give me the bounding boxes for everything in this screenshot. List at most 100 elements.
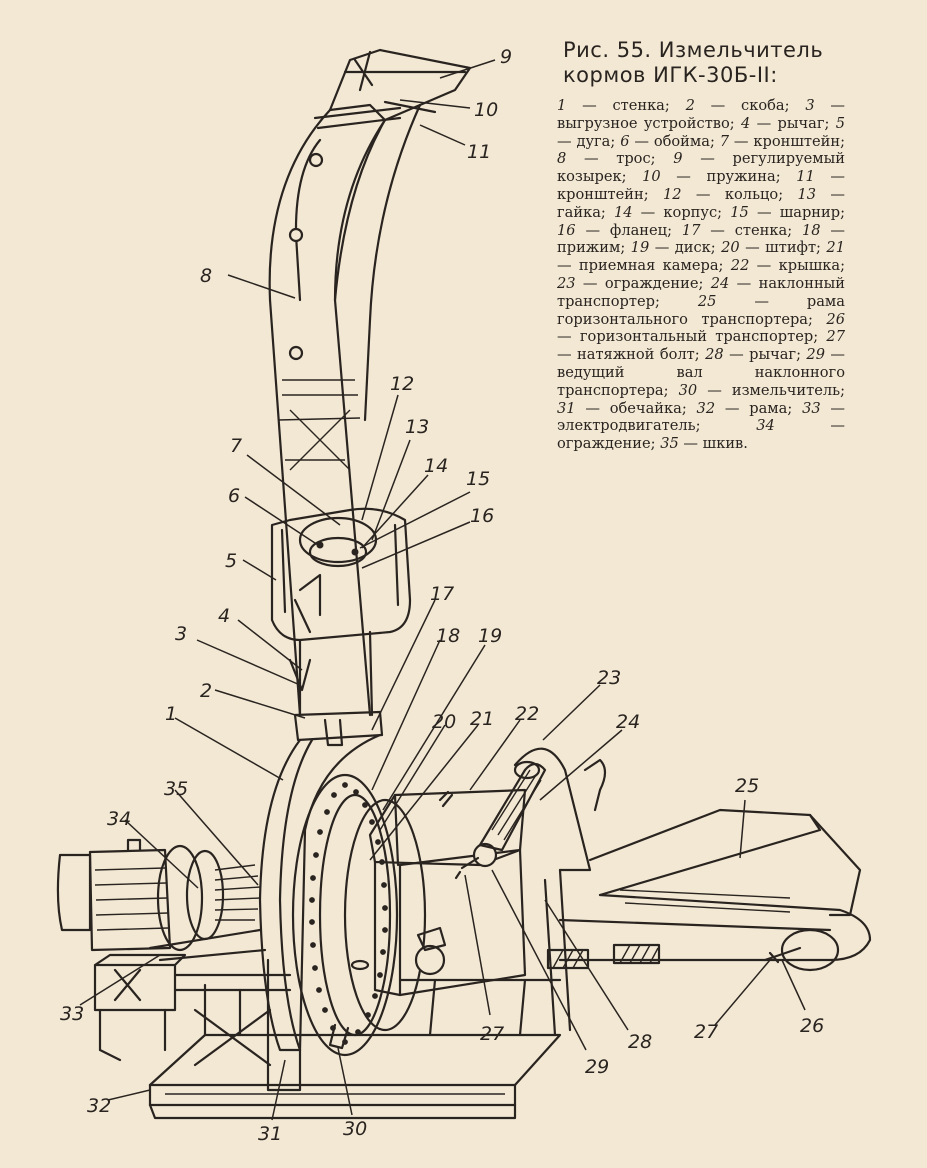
legend-text: натяжной болт xyxy=(577,346,695,364)
legend-entry: 18 — прижим; xyxy=(557,221,846,257)
legend-text: обойма xyxy=(653,132,710,150)
callout-34: 34 xyxy=(107,808,131,830)
legend-entry: 13 — гайка; xyxy=(557,185,845,221)
callout-32: 32 xyxy=(87,1095,111,1117)
legend-entry: 33 — электродвигатель; xyxy=(557,399,846,435)
legend-entry: 15 — шарнир; xyxy=(730,203,846,221)
legend-entry: 6 — обойма; xyxy=(620,132,720,150)
callout-29: 29 xyxy=(585,1056,609,1078)
callout-21: 21 xyxy=(470,708,494,730)
legend-text: наклонный транспортер xyxy=(557,274,846,310)
legend-number: 17 xyxy=(681,221,701,239)
legend-entry: 10 — пружина; xyxy=(642,168,797,186)
legend-text: ведущий вал наклонного транспортера xyxy=(557,363,845,399)
caption-line-1: Рис. 55. Измельчитель xyxy=(563,38,824,62)
legend-text: фланец xyxy=(609,221,668,239)
legend-number: 15 xyxy=(730,203,749,221)
legend-number: 29 xyxy=(806,346,825,364)
callout-15: 15 xyxy=(466,468,490,490)
legend-number: 9 xyxy=(673,150,683,168)
callout-2: 2 xyxy=(200,680,212,702)
legend-text: рычаг xyxy=(777,114,825,132)
legend-entry: 14 — корпус; xyxy=(613,203,731,221)
callout-13: 13 xyxy=(405,416,429,438)
callout-33: 33 xyxy=(60,1003,84,1025)
legend-text: дуга xyxy=(576,132,611,150)
legend-number: 28 xyxy=(705,346,724,364)
legend-entry: 17 — стенка; xyxy=(681,221,802,239)
legend-text: приемная камера xyxy=(578,257,719,275)
legend-text: пружина xyxy=(706,168,776,186)
callout-4: 4 xyxy=(218,605,230,627)
discharge-chute xyxy=(268,48,472,717)
callout-10: 10 xyxy=(474,99,498,121)
legend-text: прижим xyxy=(557,239,621,257)
legend-entry: 25 — рама горизонтального транспортера; xyxy=(557,292,845,328)
callout-3: 3 xyxy=(175,623,187,645)
legend-entry: 1 — стенка; xyxy=(557,97,686,114)
horizontal-conveyor xyxy=(546,808,872,972)
callout-7: 7 xyxy=(230,435,242,457)
legend-number: 6 xyxy=(620,132,630,150)
legend-number: 12 xyxy=(663,185,682,203)
legend-number: 21 xyxy=(826,239,845,257)
callout-24: 24 xyxy=(616,711,640,733)
legend-text: обечайка xyxy=(609,399,682,417)
legend-entry: 22 — крышка; xyxy=(730,257,845,275)
legend-entry: 4 — рычаг; xyxy=(741,114,836,132)
callout-25: 25 xyxy=(735,775,759,797)
callout-18: 18 xyxy=(436,625,460,647)
legend-text: ограждение xyxy=(557,435,651,453)
legend-text: рама горизонтального транспортера xyxy=(557,292,845,328)
legend-number: 2 xyxy=(685,97,695,114)
legend-number: 30 xyxy=(678,381,698,399)
callout-9: 9 xyxy=(500,46,512,68)
callout-6: 6 xyxy=(228,485,240,507)
legend-text: кольцо xyxy=(724,185,779,203)
legend-text: горизонтальный транспортер xyxy=(579,328,814,346)
legend-text: скоба xyxy=(741,97,785,114)
legend-number: 26 xyxy=(826,310,845,328)
callout-14: 14 xyxy=(424,455,448,477)
callout-20: 20 xyxy=(432,711,456,733)
callout-31: 31 xyxy=(258,1123,282,1145)
callout-17: 17 xyxy=(430,583,454,605)
callout-30: 30 xyxy=(343,1118,367,1140)
legend-entry: 29 — ведущий вал наклонного транспортера… xyxy=(557,346,846,399)
legend-text: шкив xyxy=(702,435,744,453)
legend-number: 16 xyxy=(557,221,576,239)
legend-number: 11 xyxy=(796,168,815,186)
legend-entry: 3 — выгрузное устройство; xyxy=(557,97,845,132)
legend-text: измельчитель xyxy=(731,381,841,399)
disk-holes xyxy=(309,782,388,1045)
callout-35: 35 xyxy=(164,778,188,800)
legend-number: 33 xyxy=(802,399,821,417)
legend-text: кронштейн xyxy=(557,185,644,203)
legend-text: крышка xyxy=(778,257,841,275)
callout-11: 11 xyxy=(467,141,491,163)
caption-line-2: кормов ИГК-30Б-II: xyxy=(563,63,778,87)
legend-number: 34 xyxy=(756,417,775,435)
legend-number: 7 xyxy=(719,132,730,150)
legend-number: 3 xyxy=(805,97,815,114)
legend-number: 32 xyxy=(696,399,716,417)
legend-text: электродвигатель xyxy=(557,417,696,435)
legend-entry: 35 — шкив. xyxy=(660,435,748,453)
legend-entry: 8 — трос; xyxy=(557,150,674,168)
legend-number: 23 xyxy=(557,274,576,292)
legend-number: 35 xyxy=(660,435,679,453)
legend-entry: 24 — наклонный транспортер; xyxy=(557,274,846,310)
legend-number: 4 xyxy=(741,114,751,132)
legend-entry: 32 — рама; xyxy=(696,399,803,417)
legend-number: 20 xyxy=(721,239,740,257)
legend-number: 18 xyxy=(801,221,821,239)
legend-entry: 16 — фланец; xyxy=(557,221,682,239)
callout-23: 23 xyxy=(597,667,621,689)
legend-entry: 19 — диск; xyxy=(630,239,722,257)
legend-entry: 7 — кронштейн; xyxy=(719,132,846,150)
legend-number: 14 xyxy=(613,203,633,221)
callout-5: 5 xyxy=(225,550,237,572)
callout-numbers: 9 10 11 8 12 13 7 14 15 6 16 5 17 4 18 1… xyxy=(60,46,824,1145)
parts-legend: 1 — стенка; 2 — скоба; 3 — выгрузное уст… xyxy=(557,97,845,453)
legend-number: 19 xyxy=(630,239,650,257)
